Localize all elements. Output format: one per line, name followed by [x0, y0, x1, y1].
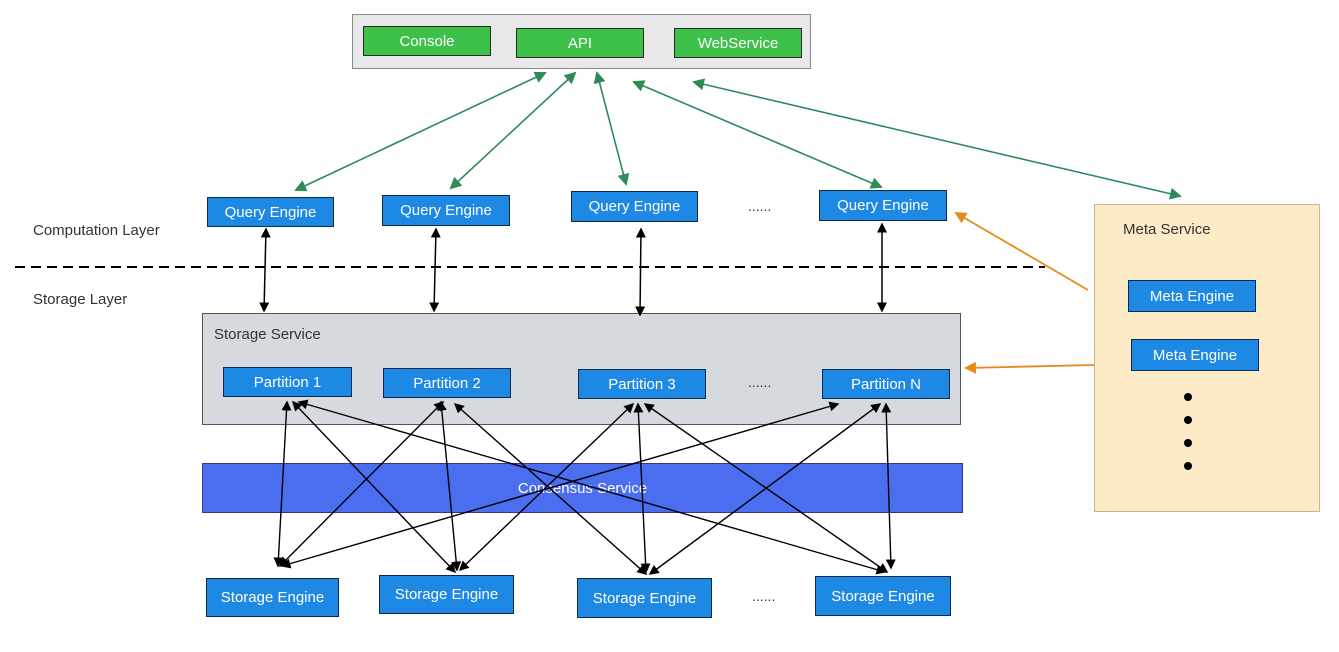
query-storage-arrows: [259, 222, 887, 317]
partition-1[interactable]: Partition 1: [223, 367, 352, 397]
storage-service-title: Storage Service: [214, 326, 321, 343]
meta-service-title: Meta Service: [1123, 221, 1211, 238]
query-engine-ellipsis: ......: [748, 198, 772, 214]
query-engine-2[interactable]: Query Engine: [382, 195, 510, 226]
console-button[interactable]: Console: [363, 26, 491, 56]
storage-engine-2[interactable]: Storage Engine: [379, 575, 514, 614]
storage-engine-ellipsis: ......: [752, 588, 776, 604]
api-button[interactable]: API: [516, 28, 644, 58]
storage-layer-label: Storage Layer: [33, 291, 128, 308]
query-engine-1[interactable]: Query Engine: [207, 197, 334, 227]
storage-engine-3[interactable]: Storage Engine: [577, 578, 712, 618]
meta-more-dots: [1184, 393, 1192, 470]
meta-arrows: [954, 211, 1095, 374]
storage-engine-4[interactable]: Storage Engine: [815, 576, 951, 616]
meta-engine-2[interactable]: Meta Engine: [1131, 339, 1259, 371]
meta-engine-1[interactable]: Meta Engine: [1128, 280, 1256, 312]
storage-engine-1[interactable]: Storage Engine: [206, 578, 339, 617]
partition-engine-arrows: [273, 399, 896, 575]
partition-n[interactable]: Partition N: [822, 369, 950, 399]
partition-3[interactable]: Partition 3: [578, 369, 706, 399]
partition-2[interactable]: Partition 2: [383, 368, 511, 398]
partition-ellipsis: ......: [748, 374, 772, 390]
webservice-button[interactable]: WebService: [674, 28, 802, 58]
client-query-arrows: [294, 71, 1182, 200]
query-engine-3[interactable]: Query Engine: [571, 191, 698, 222]
computation-layer-label: Computation Layer: [33, 222, 160, 239]
